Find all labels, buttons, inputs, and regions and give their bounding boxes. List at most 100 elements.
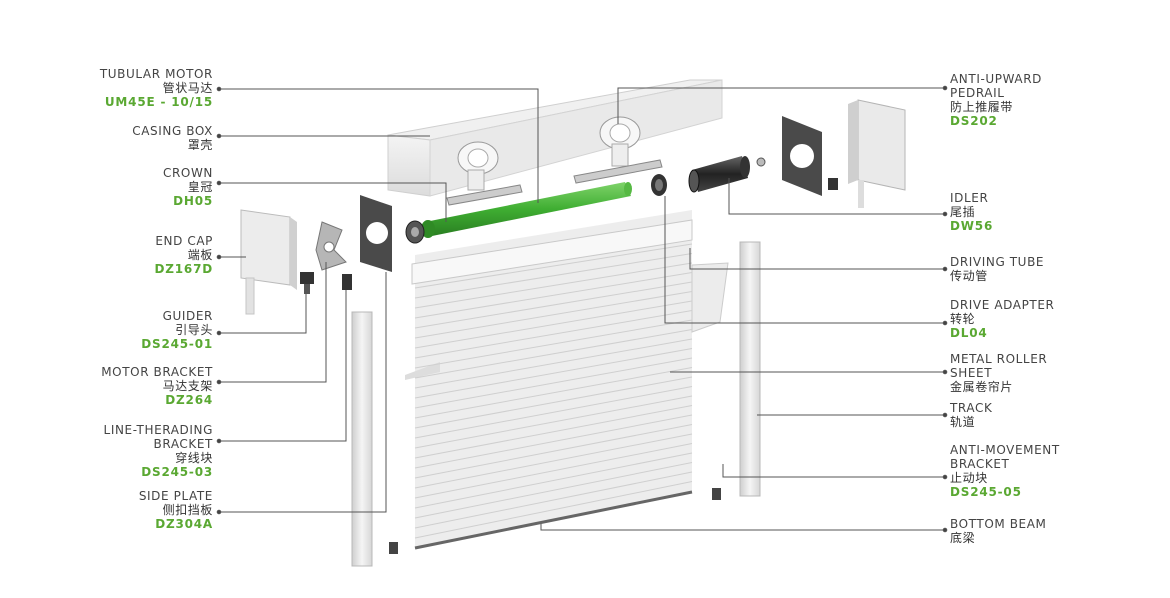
roller-slat	[414, 443, 693, 499]
roller-slat	[414, 348, 693, 399]
label-side-plate-cn: 侧扣挡板	[162, 503, 213, 517]
leader-line-idler	[728, 178, 945, 215]
driving-tube-part	[405, 182, 632, 244]
label-idler-code: DW56	[950, 219, 994, 233]
label-anti-upward-pedrail-code: DS202	[950, 114, 998, 128]
label-anti-upward-pedrail-en: ANTI-UPWARD	[950, 72, 1043, 86]
roller-slat	[414, 376, 693, 429]
label-motor-bracket-cn: 马达支架	[162, 379, 213, 393]
right-track	[712, 241, 761, 500]
line-threading-bracket-part	[342, 274, 352, 290]
label-anti-upward-pedrail-cn: 防上推履带	[950, 100, 1014, 114]
label-tubular-motor-cn: 管状马达	[162, 81, 213, 95]
label-casing-box-cn: 罩壳	[187, 138, 213, 152]
leader-dot-crown	[216, 180, 222, 186]
left-end-cap	[240, 209, 297, 315]
label-guider-code: DS245-01	[141, 337, 213, 351]
label-tubular-motor-code: UM45E - 10/15	[104, 95, 213, 109]
roller-slat	[414, 281, 693, 329]
label-drive-adapter-code: DL04	[950, 326, 988, 340]
guider-part	[300, 272, 314, 294]
label-motor-bracket-code: DZ264	[165, 393, 213, 407]
leader-dot-track	[942, 412, 948, 418]
roller-slat	[414, 471, 693, 529]
label-tubular-motor-en: TUBULAR MOTOR	[99, 67, 213, 81]
label-line-threading-bracket-code: DS245-03	[141, 465, 213, 479]
label-metal-roller-sheet-en: SHEET	[950, 366, 993, 380]
leader-dot-side-plate	[216, 509, 222, 515]
roller-slat	[414, 253, 693, 299]
label-anti-movement-bracket-en: BRACKET	[950, 457, 1010, 471]
label-track-cn: 轨道	[950, 415, 976, 429]
leader-dot-anti-upward-pedrail	[942, 85, 948, 91]
roller-slat	[414, 367, 693, 419]
leader-dot-metal-roller-sheet	[942, 369, 948, 375]
label-side-plate-code: DZ304A	[155, 517, 213, 531]
label-crown-cn: 皇冠	[187, 180, 213, 194]
roller-slat	[414, 395, 693, 449]
leader-line-anti-upward-pedrail	[617, 87, 945, 124]
label-line-threading-bracket-cn: 穿线块	[175, 451, 213, 465]
leader-dot-driving-tube	[942, 266, 948, 272]
label-anti-movement-bracket-en: ANTI-MOVEMENT	[950, 443, 1060, 457]
roller-slat	[414, 319, 693, 369]
leader-line-bottom-beam	[540, 524, 945, 531]
label-anti-upward-pedrail-en: PEDRAIL	[950, 86, 1005, 100]
bottom-beam-part	[414, 490, 693, 550]
right-end-cap	[848, 99, 906, 208]
leader-line-crown	[219, 182, 447, 222]
leader-dot-end-cap	[216, 254, 222, 260]
label-casing-box-en: CASING BOX	[132, 124, 213, 138]
leader-lines	[216, 85, 948, 533]
leader-dot-idler	[942, 211, 948, 217]
crown-part	[651, 174, 667, 196]
roller-slat	[414, 243, 693, 289]
roller-slat	[414, 424, 693, 479]
label-drive-adapter-en: DRIVE ADAPTER	[950, 298, 1055, 312]
label-driving-tube-en: DRIVING TUBE	[950, 255, 1045, 269]
label-guider-cn: 引导头	[175, 323, 213, 337]
roller-slat	[414, 300, 693, 349]
roller-slat	[414, 329, 693, 379]
roller-slat	[414, 405, 693, 459]
leader-dot-line-threading-bracket	[216, 438, 222, 444]
leader-line-guider	[219, 294, 307, 334]
leader-dot-casing-box	[216, 133, 222, 139]
roller-slat	[414, 414, 693, 469]
leader-dot-anti-movement-bracket	[942, 474, 948, 480]
roller-slat	[414, 262, 693, 309]
motor-bracket-part	[315, 221, 347, 271]
leader-dot-drive-adapter	[942, 320, 948, 326]
roller-slat	[414, 452, 693, 509]
label-end-cap-cn: 端板	[187, 248, 213, 262]
roller-slats	[414, 243, 693, 539]
label-crown-code: DH05	[173, 194, 213, 208]
label-metal-roller-sheet-en: METAL ROLLER	[950, 352, 1048, 366]
label-idler-cn: 尾插	[950, 205, 976, 219]
leader-dot-bottom-beam	[942, 527, 948, 533]
label-driving-tube-cn: 传动管	[950, 269, 988, 283]
label-idler-en: IDLER	[950, 191, 989, 205]
anti-upward-pedrail-right	[573, 116, 663, 184]
label-metal-roller-sheet-cn: 金属卷帘片	[950, 380, 1014, 394]
leader-line-drive-adapter	[664, 196, 945, 324]
roller-slat	[414, 310, 693, 359]
left-side-plate	[360, 195, 392, 272]
label-drive-adapter-cn: 转轮	[950, 312, 976, 326]
roller-slat	[414, 386, 693, 439]
